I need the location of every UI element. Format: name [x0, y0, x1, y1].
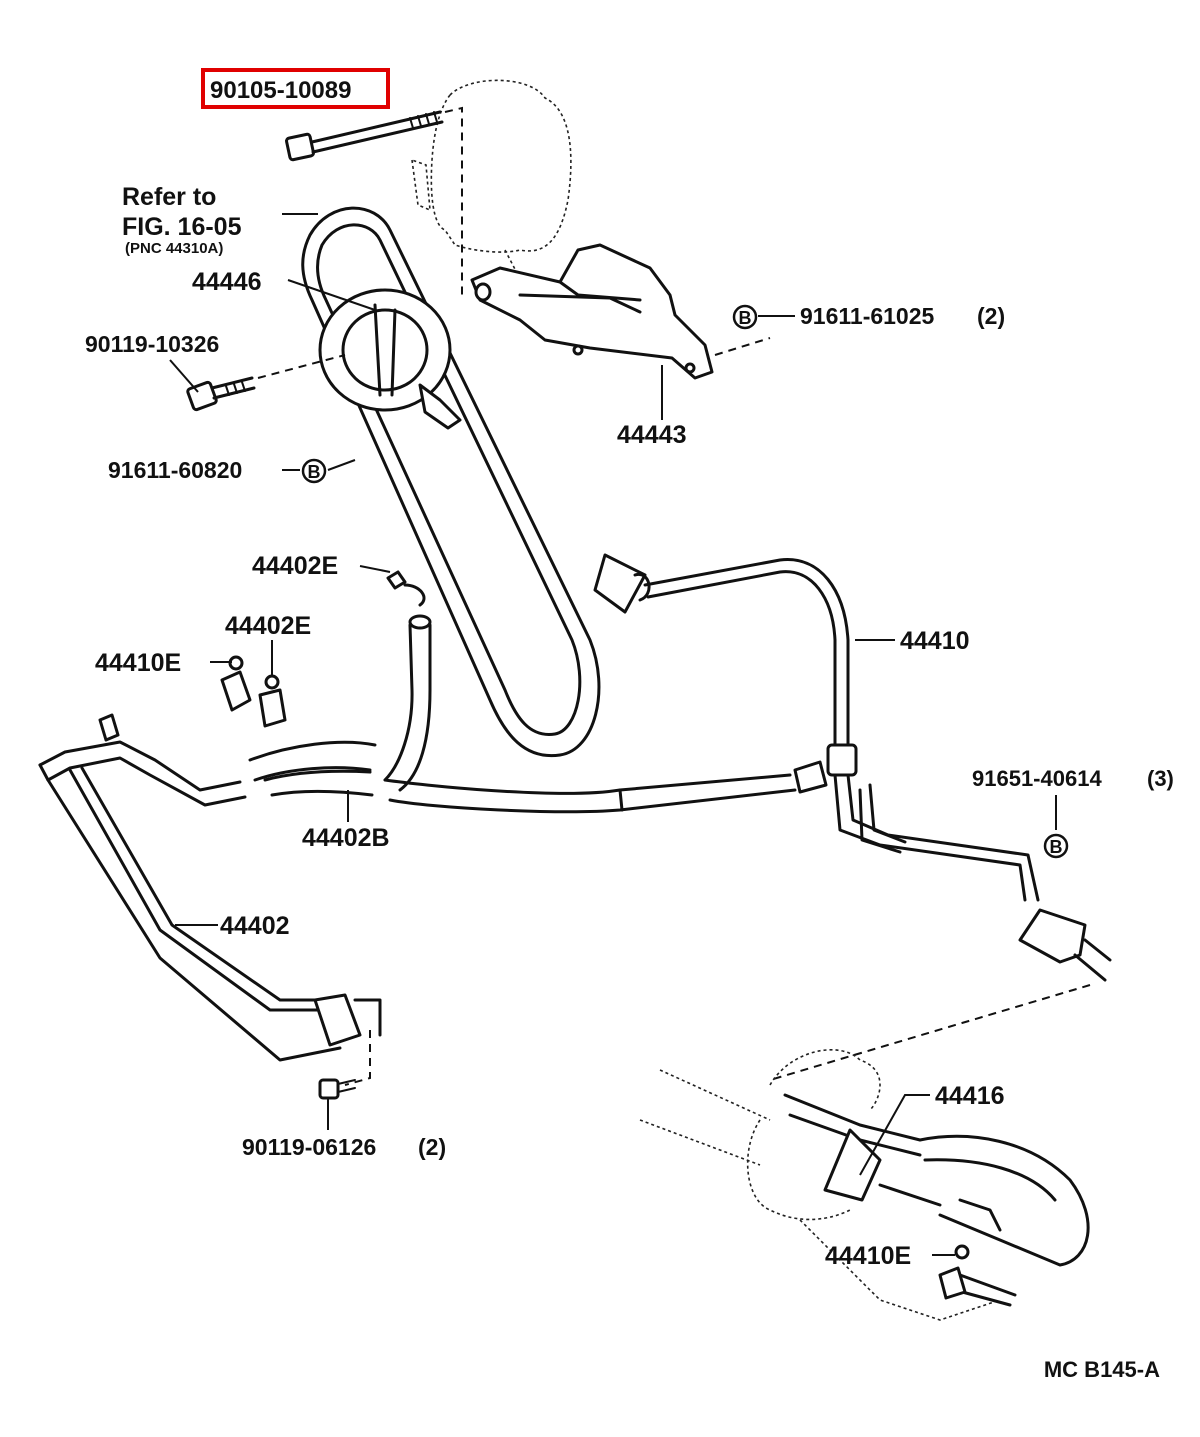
refer-note-line3: (PNC 44310A) [125, 240, 223, 257]
label-bolt-91611-60820: 91611-60820 [108, 457, 242, 483]
label-pressure-tube-44410: 44410 [900, 627, 970, 655]
return-hose-44402b [248, 570, 828, 814]
label-bracket-44443: 44443 [617, 421, 687, 449]
label-hose-44402b: 44402B [302, 824, 390, 852]
label-bolt-91651-40614: 91651-40614 [972, 766, 1102, 791]
label-qty-91651-40614: (3) [1147, 766, 1174, 791]
label-bolt-90119-10326: 90119-10326 [85, 331, 219, 357]
b-bolt-badge-right: B [732, 304, 758, 330]
bolt-90119-06126 [318, 1078, 356, 1100]
pressure-tube-44410 [593, 553, 1112, 1081]
power-steering-pump-ghost [411, 79, 572, 281]
label-qty-90119-06126: (2) [418, 1134, 446, 1160]
b-bolt-badge-left: B [301, 458, 327, 484]
label-bolt-90105-10089: 90105-10089 [210, 77, 351, 104]
label-bolt-91611-61025: 91611-61025 [800, 303, 935, 329]
label-union-44416: 44416 [935, 1082, 1005, 1110]
label-clamp-44402e-upper: 44402E [252, 552, 338, 580]
refer-note-line2: FIG. 16-05 [122, 213, 242, 241]
drive-belt-and-pulley-44446 [301, 206, 601, 758]
label-bolt-90119-06126: 90119-06126 [242, 1134, 376, 1160]
return-tube-44402 [38, 713, 382, 1086]
leader-lines [169, 213, 1057, 1256]
clamp-parts [220, 655, 287, 728]
highlight-box [201, 68, 390, 109]
refer-note-line1: Refer to [122, 183, 216, 211]
label-pulley-44446: 44446 [192, 268, 262, 296]
diagram-code: MC B145-A [1044, 1357, 1160, 1382]
steering-gear-ghost [639, 1049, 1001, 1321]
pump-bracket-44443 [470, 243, 771, 380]
label-clamp-44410e-left: 44410E [95, 649, 181, 677]
label-qty-91611-61025: (2) [977, 303, 1005, 329]
badge-letter: B [739, 308, 752, 328]
label-clamp-44410e-bottom: 44410E [825, 1242, 911, 1270]
b-bolt-badge-far-right: B [1043, 833, 1069, 859]
label-return-tube-44402: 44402 [220, 912, 290, 940]
union-44416 [783, 1093, 1090, 1307]
badge-letter: B [308, 462, 321, 482]
badge-letter: B [1050, 837, 1063, 857]
bolt-90105-10089 [285, 106, 463, 300]
label-clamp-44402e-mid: 44402E [225, 612, 311, 640]
